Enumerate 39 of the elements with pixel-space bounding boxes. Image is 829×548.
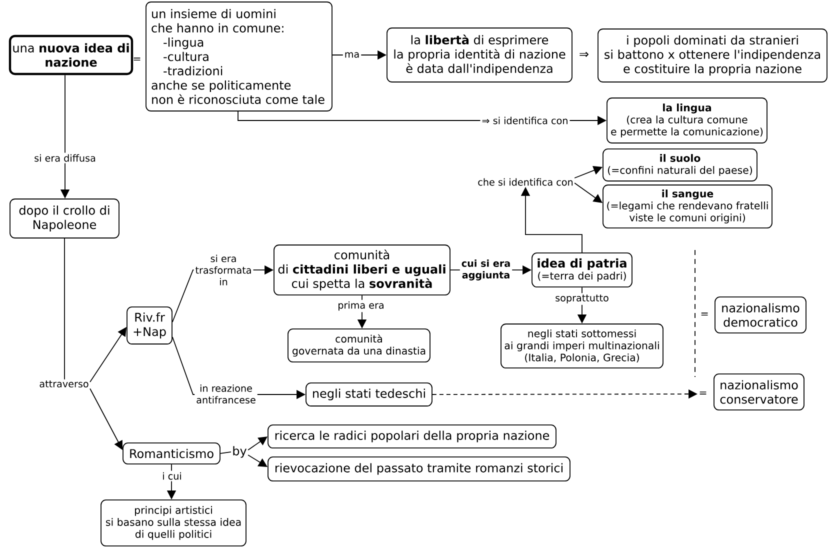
concept-box: Riv.fr +Nap [126, 306, 172, 344]
concept-box: il suolo (=confini naturali del paese) [602, 148, 758, 182]
edge-label: ⇒ si identifica con [480, 115, 570, 126]
concept-box: negli stati sottomessi ai grandi imperi multinazionali (Italia, Polonia, Grecia) [500, 324, 664, 368]
edge-label: prima era [336, 300, 386, 312]
concept-box: la lingua (crea la cultura comune e permette la comunicazione) [606, 98, 768, 144]
concept-box: il sangue (=legami che rendevano fratelli viste le comuni origini) [602, 184, 772, 228]
relation-symbol: = [134, 58, 140, 61]
edge-label: in reazione antifrancese [194, 382, 258, 405]
concept-box: la libertà di esprimere la propria identità di nazione è data dall'indipendenza [386, 28, 572, 82]
concept-box: nazionalismo democratico [714, 296, 806, 334]
linking-phrase: = [700, 392, 706, 394]
edge-label: soprattutto [554, 293, 610, 305]
arrow [90, 388, 123, 450]
connector-line [64, 238, 65, 380]
edge-label: si era diffusa [32, 152, 98, 164]
edge-label: si era trasformata in [194, 253, 254, 287]
linking-phrase: by [233, 446, 247, 458]
concept-box: i popoli dominati da stranieri si battono x ottenere l'indipendenza e costituire la propria nazione [598, 28, 828, 82]
concept-box: rievocazione del passato tramite romanzi storici [268, 456, 570, 482]
concept-box: comunità governata da una dinastia [288, 328, 430, 362]
concept-box: Romanticismo [122, 442, 220, 464]
concept-box: una nuova idea di nazione [8, 34, 134, 76]
concept-box: ricerca le radici popolari della propria nazione [268, 424, 556, 448]
edge-label: ma [342, 50, 362, 60]
relation-symbol: ⇒ [580, 52, 588, 57]
concept-box: negli stati tedeschi [306, 382, 432, 406]
relation-symbol: = [701, 312, 708, 316]
concept-box: idea di patria (=terra dei padri) [532, 252, 632, 288]
concept-box: principi artistici si basano sulla stessa idea di quelli politici [100, 500, 246, 546]
connector-line [220, 452, 232, 454]
concept-box: nazionalismo conservatore [714, 374, 804, 410]
concept-box: dopo il crollo di Napoleone [10, 198, 120, 238]
concept-box: comunità di cittadini liberi e uguali cui spetta la sovranità [274, 244, 450, 296]
linking-phrase: attraverso [40, 380, 88, 388]
edge-label: cui si era aggiunta [460, 258, 512, 282]
concept-box: un insieme di uomini che hanno in comune: -lingua -cultura -tradizioni anche se politicamente non è riconosciuta come tale [146, 2, 332, 112]
linking-phrase: che si identifica con [478, 178, 573, 186]
edge-label: i cui [160, 470, 184, 482]
